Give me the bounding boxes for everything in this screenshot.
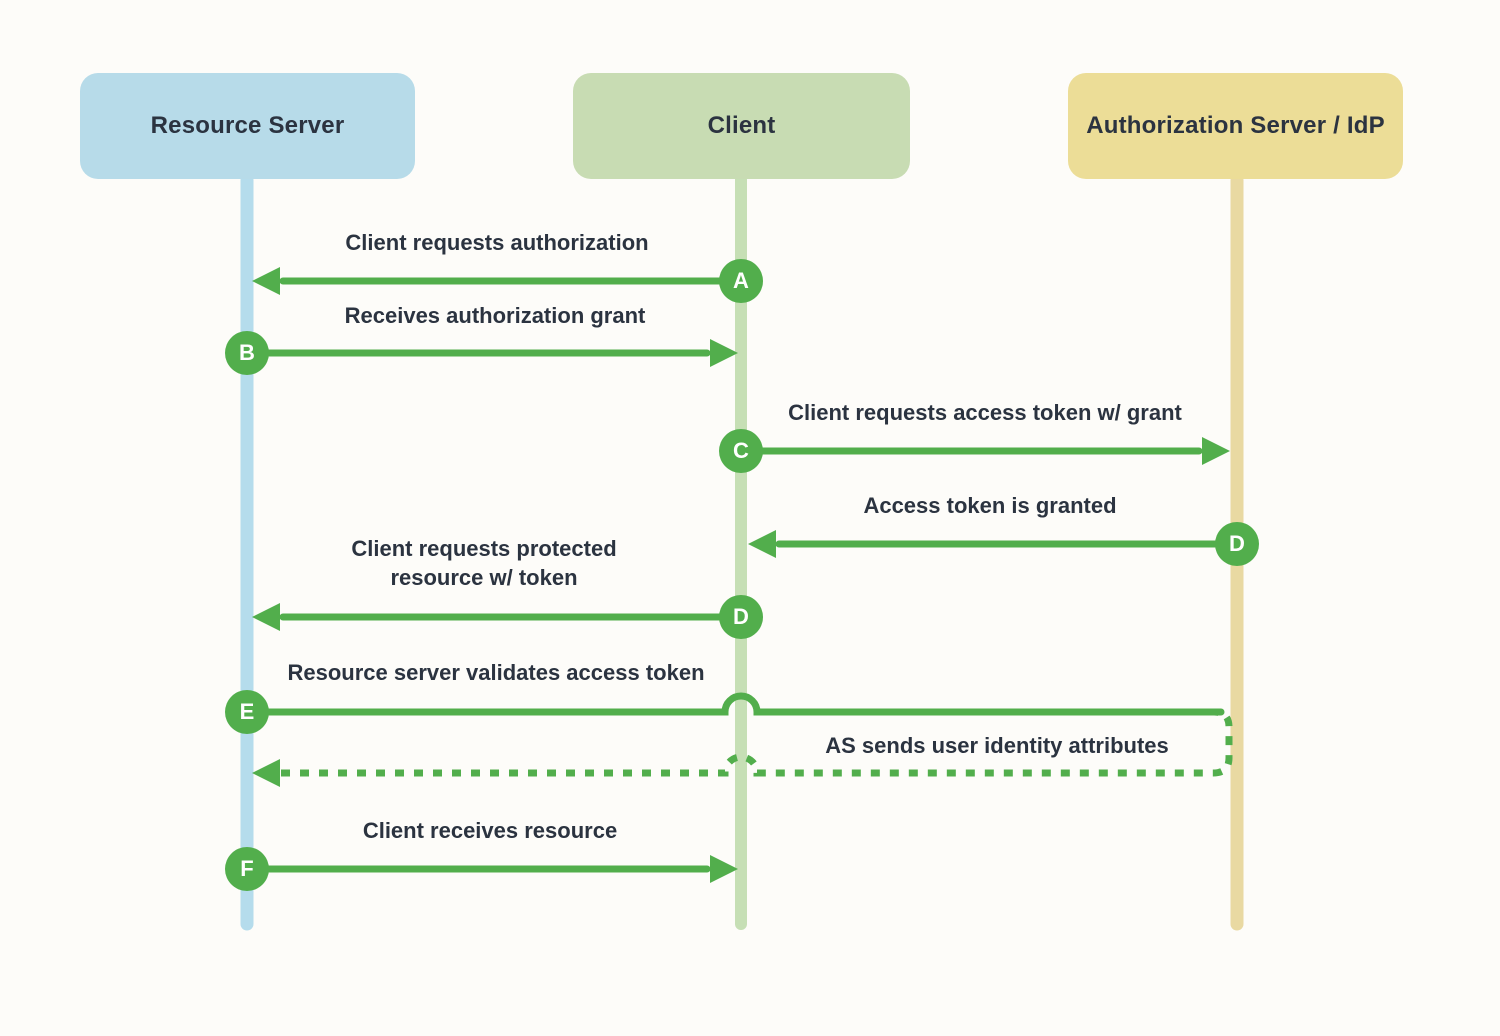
arrowhead-right-icon [710,855,738,883]
message-label-a: Client requests authorization [345,230,649,255]
arrowhead-left-icon [252,759,280,787]
arrow-b-resource-server-to-client [243,339,738,367]
arrow-f-resource-server-to-client [243,855,738,883]
message-label-d-right: Access token is granted [863,493,1117,518]
message-label-dashed: AS sends user identity attributes [825,733,1169,758]
actor-resource-server: Resource Server [80,73,415,179]
arrow-c-client-to-auth-server [737,437,1230,465]
arrow-dashed-auth-server-to-resource-server [252,708,1233,787]
arrow-d-auth-server-to-client [748,530,1241,558]
actor-client: Client [573,73,910,179]
actor-resource-server-label: Resource Server [150,112,345,139]
actor-auth-server-label: Authorization Server / IdP [1086,112,1385,139]
message-label-e: Resource server validates access token [287,660,705,685]
message-label-d-left: Client requests protected resource w/ to… [351,536,617,590]
arrowhead-left-icon [252,267,280,295]
arrowhead-right-icon [1202,437,1230,465]
step-marker-f: F [225,847,269,891]
step-marker-e: E [225,690,269,734]
step-marker-d-left: D [719,595,763,639]
actor-client-label: Client [707,112,776,139]
arrow-a-client-to-resource-server [252,267,745,295]
message-label-b: Receives authorization grant [344,303,646,328]
message-label-c: Client requests access token w/ grant [788,400,1182,425]
arrow-e-resource-server-to-auth-server [243,692,1225,716]
arrow-d-client-to-resource-server [252,603,745,631]
step-marker-b: B [225,331,269,375]
arrowhead-left-icon [252,603,280,631]
arrowhead-left-icon [748,530,776,558]
step-marker-c: C [719,429,763,473]
message-label-f: Client receives resource [362,818,618,843]
step-marker-a: A [719,259,763,303]
step-marker-d-right: D [1215,522,1259,566]
actor-auth-server: Authorization Server / IdP [1068,73,1403,179]
arrowhead-right-icon [710,339,738,367]
